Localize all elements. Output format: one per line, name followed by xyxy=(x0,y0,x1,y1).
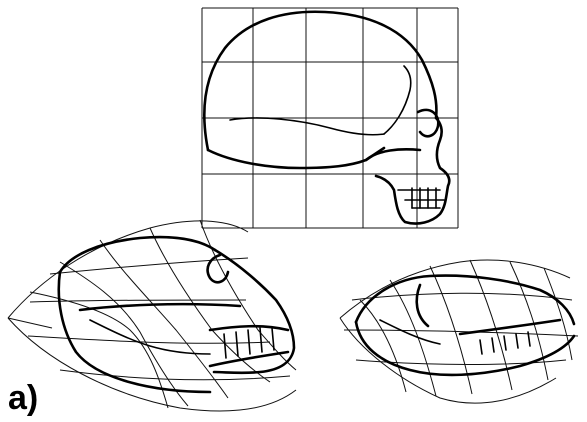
ape-left-deformed-grid xyxy=(8,220,296,411)
ape-right-skull-details xyxy=(380,320,530,354)
panel-label: a) xyxy=(8,381,38,415)
ape-skull-left-panel xyxy=(8,220,296,411)
ape-right-skull-outline xyxy=(356,276,574,375)
ape-left-skull-outline xyxy=(59,237,294,392)
ape-skull-right-panel xyxy=(340,260,578,403)
human-skull-panel xyxy=(202,8,458,228)
human-skull-details xyxy=(230,66,444,208)
ape-right-deformed-grid xyxy=(340,260,578,403)
